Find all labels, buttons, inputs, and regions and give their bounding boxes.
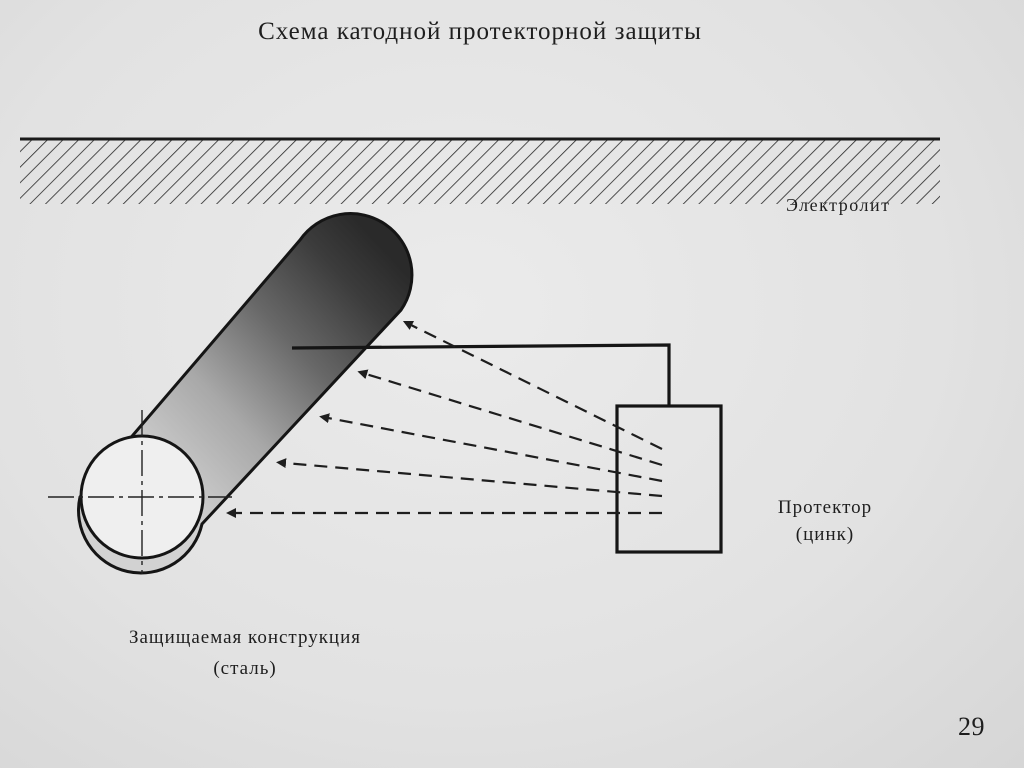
zinc-protector <box>615 404 723 554</box>
diagram-title: Схема катодной протекторной защиты <box>258 18 702 45</box>
current-arrow <box>319 413 663 483</box>
steel-pipe <box>48 212 414 575</box>
ground-surface <box>20 137 940 204</box>
current-arrow <box>276 458 663 498</box>
structure-label-line1: Защищаемая конструкция <box>128 627 362 648</box>
connecting-wire <box>291 343 671 406</box>
protector-label: Протектор (цинк) <box>740 494 910 548</box>
protector-label-line1: Протектор <box>777 497 873 518</box>
current-arrow <box>402 320 663 450</box>
current-flow-arrows <box>226 320 663 518</box>
protector-label-line2: (цинк) <box>795 524 855 545</box>
structure-label-line2: (сталь) <box>213 658 277 679</box>
electrolyte-label: Электролит <box>786 195 891 215</box>
page-number: 29 <box>958 712 985 741</box>
ground-hatching <box>20 138 940 204</box>
current-arrow <box>357 369 663 467</box>
protected-structure-label: Защищаемая конструкция (сталь) <box>60 622 430 684</box>
